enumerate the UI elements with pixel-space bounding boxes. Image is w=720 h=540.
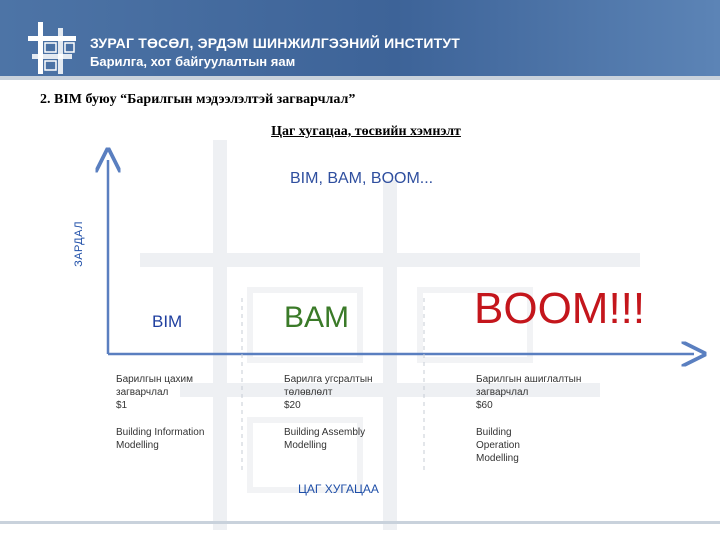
- stage-bim-label: BIM: [152, 312, 183, 331]
- stage-boom-english: Building Operation Modelling: [476, 427, 520, 464]
- stage-boom-description: Барилгын ашиглалтын загварчлал $60: [476, 374, 582, 411]
- stage-bam-english: Building Assembly Modelling: [284, 427, 366, 451]
- institute-logo-icon: [28, 22, 76, 74]
- header-subtitle: Барилга, хот байгуулалтын яам: [90, 54, 296, 69]
- section-subheading: Цаг хугацаа, төсвийн хэмнэлт: [271, 124, 461, 139]
- stage-bim-description: Барилгын цахим загварчлал $1: [116, 374, 193, 411]
- y-axis-label: ЗАРДАЛ: [72, 221, 85, 267]
- header-band: ЗУРАГ ТӨСӨЛ, ЭРДЭМ ШИНЖИЛГЭЭНИЙ ИНСТИТУТ…: [0, 0, 720, 76]
- overall-label: BIM, BAM, BOOM...: [290, 170, 434, 187]
- header-divider: [0, 76, 720, 80]
- stage-bam-description: Барилга угсралтын төлөвлөлт $20: [284, 374, 373, 411]
- stage-bam-label: BAM: [284, 301, 350, 334]
- stage-bim-english: Building Information Modelling: [116, 427, 205, 451]
- stage-boom-label: BOOM!!!: [474, 284, 646, 333]
- section-heading: 2. BIM буюу “Барилгын мэдээлэлтэй загвар…: [40, 92, 356, 107]
- watermark-graphic: [140, 140, 640, 530]
- header-title: ЗУРАГ ТӨСӨЛ, ЭРДЭМ ШИНЖИЛГЭЭНИЙ ИНСТИТУТ: [90, 35, 461, 51]
- footer-divider: [0, 521, 720, 524]
- x-axis-label: ЦАГ ХУГАЦАА: [298, 482, 379, 496]
